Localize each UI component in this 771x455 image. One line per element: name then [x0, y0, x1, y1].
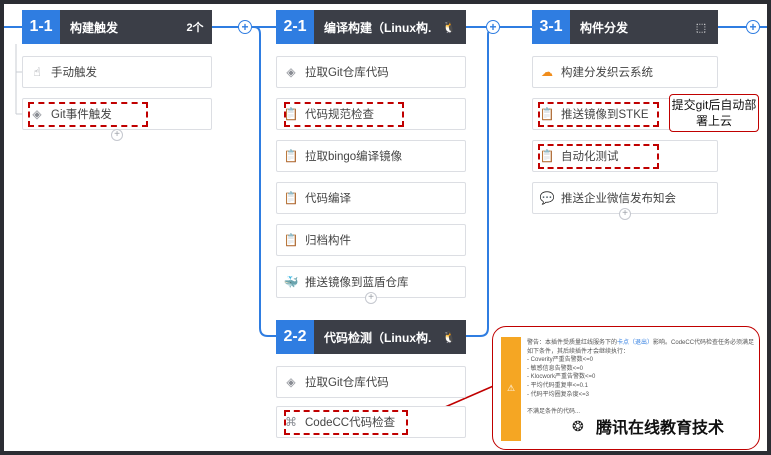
- job-git-event-trigger[interactable]: ◈ Git事件触发: [22, 98, 212, 130]
- add-stage-button[interactable]: +: [486, 20, 500, 34]
- job-label: 手动触发: [51, 67, 97, 79]
- warning-rule: - 敏感信息告警数<=0: [527, 365, 584, 372]
- cloud-icon: ☁: [541, 65, 553, 79]
- deploy-callout: 提交git后自动部署上云: [669, 94, 759, 132]
- clipboard-icon: 📋: [283, 107, 299, 121]
- agentless-icon: ⬚: [695, 21, 707, 34]
- job-pull-bingo-image[interactable]: 📋 拉取bingo编译镜像: [276, 140, 466, 172]
- linux-icon: 🐧: [442, 331, 456, 344]
- wechat-logo-icon: ❂: [572, 418, 584, 434]
- warning-rule: - Coverity严重告警数<=0: [527, 357, 594, 364]
- add-job-button[interactable]: +: [619, 208, 631, 220]
- job-code-compile[interactable]: 📋 代码编译: [276, 182, 466, 214]
- job-label: 拉取Git仓库代码: [305, 377, 389, 389]
- quality-gate-callout: ⚠ 警告：本插件受质量红线服务下的卡点（退出）影响。CodeCC代码检查任务必须…: [492, 326, 760, 450]
- job-label: 推送镜像到STKE: [561, 109, 649, 121]
- job-label: 构建分发织云系统: [561, 67, 653, 79]
- warning-message: 警告：本插件受质量红线服务下的卡点（退出）影响。CodeCC代码检查任务必须满足…: [527, 339, 757, 417]
- clipboard-icon: 📋: [283, 149, 299, 163]
- watermark-text: 腾讯在线教育技术: [596, 420, 725, 437]
- stage-number: 2-2: [276, 320, 314, 354]
- job-label: 代码规范检查: [305, 109, 374, 121]
- add-stage-button[interactable]: +: [238, 20, 252, 34]
- warning-rule: - 代码平均圈复杂度<=3: [527, 391, 590, 398]
- job-pull-git-code-2[interactable]: ◈ 拉取Git仓库代码: [276, 366, 466, 398]
- warning-prefix: 警告：本插件受质量红线服务下的: [527, 340, 618, 346]
- job-label: Git事件触发: [51, 109, 112, 121]
- job-label: 拉取Git仓库代码: [305, 67, 389, 79]
- warning-rule: - Klocwork严重告警数<=0: [527, 374, 596, 381]
- git-icon: ◈: [32, 107, 42, 121]
- stage-number: 2-1: [276, 10, 314, 44]
- pipeline-canvas: 1-1 构建触发 2个 ☝ 手动触发 ◈ Git事件触发 + + 2-1 编译构…: [4, 4, 767, 451]
- stage-header-3-1[interactable]: 3-1 构件分发 ⬚: [532, 10, 718, 44]
- warning-suffix: 影响。CodeCC代码检查任务必须满足如下条件，其后续插件才会继续执行：: [527, 340, 755, 355]
- job-push-image-blueshield[interactable]: 🐳 推送镜像到蓝盾仓库: [276, 266, 466, 298]
- job-pull-git-code[interactable]: ◈ 拉取Git仓库代码: [276, 56, 466, 88]
- warning-intro: 警告：本插件受质量红线服务下的卡点（退出）影响。CodeCC代码检查任务必须满足…: [527, 339, 757, 356]
- stage-title: 编译构建（Linux构...: [324, 20, 432, 35]
- add-job-button[interactable]: +: [111, 129, 123, 141]
- trigger-count-badge: 2个: [186, 22, 204, 34]
- git-icon: ◈: [286, 65, 296, 79]
- hand-icon: ☝: [33, 65, 41, 79]
- warning-footer: 不满足条件的代码...: [527, 409, 581, 416]
- stage-number: 3-1: [532, 10, 570, 44]
- clipboard-icon: 📋: [283, 233, 299, 247]
- job-archive-artifacts[interactable]: 📋 归档构件: [276, 224, 466, 256]
- stage-header-2-2[interactable]: 2-2 代码检测（Linux构... 🐧: [276, 320, 466, 354]
- job-distribute-cloud[interactable]: ☁ 构建分发织云系统: [532, 56, 718, 88]
- highlight-auto-test: [538, 144, 659, 169]
- job-label: 自动化测试: [561, 151, 619, 163]
- stage-title: 代码检测（Linux构...: [324, 330, 432, 345]
- watermark: ❂ 腾讯在线教育技术: [572, 414, 724, 438]
- clipboard-icon: 📋: [283, 191, 299, 205]
- add-job-button[interactable]: +: [365, 292, 377, 304]
- stage-header-1-1[interactable]: 1-1 构建触发 2个: [22, 10, 212, 44]
- highlight-git-trigger: [28, 102, 148, 127]
- chat-icon: 💬: [539, 191, 555, 205]
- warning-link[interactable]: 卡点（退出）: [617, 340, 654, 346]
- highlight-codecc: [284, 410, 408, 435]
- job-label: 拉取bingo编译镜像: [305, 151, 403, 163]
- job-label: 代码编译: [305, 193, 351, 205]
- stage-header-2-1[interactable]: 2-1 编译构建（Linux构... 🐧: [276, 10, 466, 44]
- job-label: 推送镜像到蓝盾仓库: [305, 277, 409, 289]
- clipboard-icon: 📋: [539, 149, 555, 163]
- job-manual-trigger[interactable]: ☝ 手动触发: [22, 56, 212, 88]
- stage-title: 构件分发: [580, 20, 629, 35]
- stage-title: 构建触发: [70, 20, 119, 35]
- codecc-icon: ⌘: [285, 415, 297, 429]
- clipboard-icon: 📋: [539, 107, 555, 121]
- add-stage-button[interactable]: +: [746, 20, 760, 34]
- git-icon: ◈: [286, 375, 296, 389]
- docker-icon: 🐳: [283, 275, 299, 289]
- job-label: CodeCC代码检查: [305, 417, 396, 429]
- job-label: 归档构件: [305, 235, 351, 247]
- highlight-style-check: [284, 102, 404, 127]
- stage-number: 1-1: [22, 10, 60, 44]
- job-label: 推送企业微信发布知会: [561, 193, 676, 205]
- warning-rule: - 平均代码重复率<=0.1: [527, 382, 589, 389]
- highlight-push-stke: [538, 102, 659, 127]
- warning-icon: ⚠: [501, 337, 521, 441]
- linux-icon: 🐧: [442, 21, 456, 34]
